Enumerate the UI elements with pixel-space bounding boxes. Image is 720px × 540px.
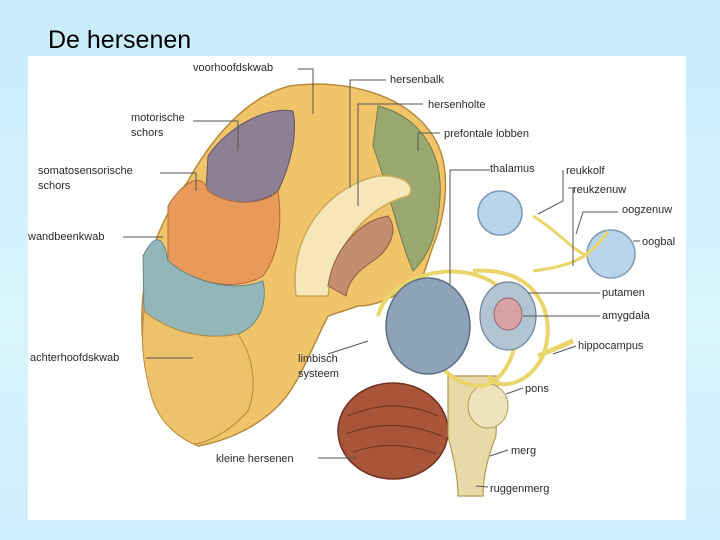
label-kleine-hersenen: kleine hersenen: [216, 453, 294, 465]
label-merg: merg: [511, 445, 536, 457]
label-thalamus: thalamus: [490, 163, 535, 175]
label-motorische-schors-line1: motorische: [131, 112, 185, 124]
label-ruggenmerg: ruggenmerg: [490, 483, 549, 495]
label-amygdala: amygdala: [602, 310, 651, 322]
label-limbisch-systeem-line2: systeem: [298, 368, 339, 380]
amygdala: [494, 298, 522, 330]
label-hersenholte: hersenholte: [428, 99, 486, 111]
leader-reukkolf: [538, 170, 563, 214]
label-somatosensorische-line1: somatosensorische: [38, 165, 133, 177]
leader-pons: [506, 388, 523, 394]
label-reukkolf: reukkolf: [566, 165, 605, 177]
eyeball-upper: [478, 191, 522, 235]
label-oogbal: oogbal: [642, 236, 675, 248]
slide-title: De hersenen: [48, 26, 191, 55]
label-pons: pons: [525, 383, 549, 395]
label-putamen: putamen: [602, 287, 645, 299]
label-motorische-schors-line2: schors: [131, 127, 164, 139]
label-hippocampus: hippocampus: [578, 340, 644, 352]
leader-merg: [490, 450, 508, 456]
label-hersenbalk: hersenbalk: [390, 74, 444, 86]
leader-reukzenuw: [568, 188, 573, 266]
label-achterhoofdskwab: achterhoofdskwab: [30, 352, 119, 364]
label-wandbeenkwab: wandbeenkwab: [28, 231, 104, 243]
brain-diagram: voorhoofdskwab hersenbalk hersenholte mo…: [28, 56, 686, 520]
label-voorhoofdskwab: voorhoofdskwab: [193, 62, 273, 74]
label-limbisch-systeem-line1: limbisch: [298, 353, 338, 365]
label-oogzenuw: oogzenuw: [622, 204, 672, 216]
thalamus: [386, 278, 470, 374]
pons: [468, 384, 508, 428]
label-somatosensorische-line2: schors: [38, 180, 71, 192]
label-prefontale-lobben: prefontale lobben: [444, 128, 529, 140]
label-reukzenuw: reukzenuw: [573, 184, 626, 196]
eyeball-right: [587, 230, 635, 278]
brain-figure: voorhoofdskwab hersenbalk hersenholte mo…: [28, 56, 686, 520]
